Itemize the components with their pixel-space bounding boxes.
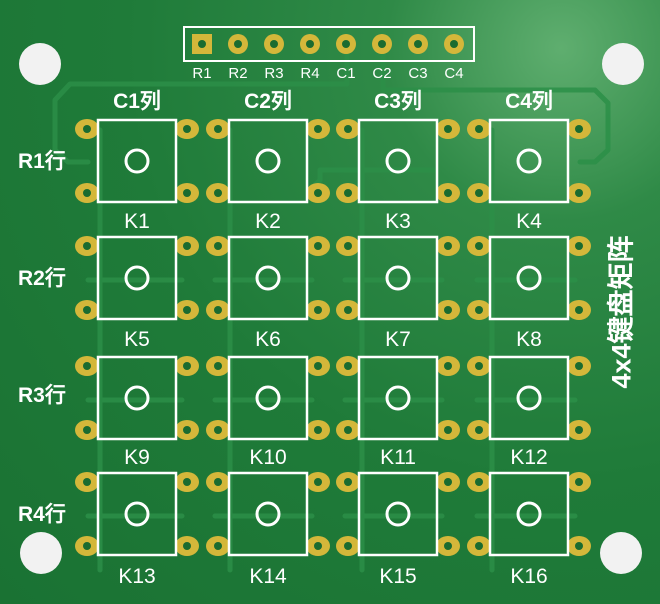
key-switch-k7 bbox=[336, 235, 460, 321]
key-center bbox=[385, 385, 411, 411]
key-outline bbox=[488, 355, 570, 441]
pin-label-c1: C1 bbox=[336, 65, 356, 82]
key-center bbox=[516, 265, 542, 291]
column-label-c1: C1列 bbox=[113, 90, 161, 113]
key-outline bbox=[227, 118, 309, 204]
key-switch-k13 bbox=[75, 471, 199, 557]
column-label-c3: C3列 bbox=[374, 90, 422, 113]
key-switch-k5 bbox=[75, 235, 199, 321]
key-label-k5: K5 bbox=[124, 328, 150, 351]
key-label-k10: K10 bbox=[249, 446, 287, 469]
key-outline bbox=[96, 355, 178, 441]
key-switch-k1 bbox=[75, 118, 199, 204]
pin-label-r1: R1 bbox=[192, 65, 212, 82]
pin-label-r4: R4 bbox=[300, 65, 320, 82]
key-label-k13: K13 bbox=[118, 565, 156, 588]
key-center bbox=[124, 501, 150, 527]
key-center bbox=[385, 265, 411, 291]
header-pin-r4 bbox=[300, 34, 320, 54]
pin-label-c4: C4 bbox=[444, 65, 464, 82]
row-label-r2: R2行 bbox=[18, 267, 66, 290]
key-switch-k10 bbox=[206, 355, 330, 441]
key-outline bbox=[488, 235, 570, 321]
key-switch-k8 bbox=[467, 235, 591, 321]
key-switch-k12 bbox=[467, 355, 591, 441]
column-label-c4: C4列 bbox=[505, 90, 553, 113]
key-outline bbox=[488, 471, 570, 557]
key-center bbox=[255, 265, 281, 291]
key-center bbox=[516, 385, 542, 411]
key-label-k6: K6 bbox=[255, 328, 281, 351]
key-outline bbox=[227, 355, 309, 441]
key-center bbox=[124, 385, 150, 411]
key-center bbox=[516, 501, 542, 527]
key-label-k7: K7 bbox=[385, 328, 411, 351]
key-center bbox=[255, 385, 281, 411]
pin-label-c3: C3 bbox=[408, 65, 428, 82]
mounting-hole bbox=[600, 532, 642, 574]
key-switches bbox=[75, 118, 591, 557]
key-label-k12: K12 bbox=[510, 446, 548, 469]
key-label-k3: K3 bbox=[385, 210, 411, 233]
key-switch-k3 bbox=[336, 118, 460, 204]
key-switch-k9 bbox=[75, 355, 199, 441]
key-center bbox=[385, 148, 411, 174]
key-outline bbox=[96, 118, 178, 204]
key-label-k1: K1 bbox=[124, 210, 150, 233]
key-switch-k14 bbox=[206, 471, 330, 557]
key-label-k16: K16 bbox=[510, 565, 548, 588]
key-outline bbox=[227, 471, 309, 557]
header-pin-r2 bbox=[228, 34, 248, 54]
key-center bbox=[124, 148, 150, 174]
key-center bbox=[124, 265, 150, 291]
row-label-r1: R1行 bbox=[18, 150, 66, 173]
pin-label-r2: R2 bbox=[228, 65, 248, 82]
key-outline bbox=[96, 235, 178, 321]
key-switch-k16 bbox=[467, 471, 591, 557]
key-switch-k4 bbox=[467, 118, 591, 204]
header-pin-c4 bbox=[444, 34, 464, 54]
key-outline bbox=[357, 471, 439, 557]
key-switch-k11 bbox=[336, 355, 460, 441]
row-label-r4: R4行 bbox=[18, 503, 66, 526]
mounting-hole bbox=[602, 43, 644, 85]
header-pin-r1 bbox=[192, 34, 212, 54]
key-label-k8: K8 bbox=[516, 328, 542, 351]
header-outline bbox=[183, 26, 475, 62]
copper-traces bbox=[52, 41, 611, 573]
key-center bbox=[255, 148, 281, 174]
key-label-k11: K11 bbox=[380, 446, 416, 469]
key-outline bbox=[227, 235, 309, 321]
mounting-hole bbox=[20, 532, 62, 574]
key-switch-k15 bbox=[336, 471, 460, 557]
key-switch-k6 bbox=[206, 235, 330, 321]
key-label-k15: K15 bbox=[379, 565, 417, 588]
header-pin-c1 bbox=[336, 34, 356, 54]
key-switch-k2 bbox=[206, 118, 330, 204]
board-title: 4x4键盘矩阵 bbox=[606, 235, 637, 389]
key-label-k4: K4 bbox=[516, 210, 542, 233]
header-pin-r3 bbox=[264, 34, 284, 54]
header-pins bbox=[192, 34, 464, 54]
pin-label-r3: R3 bbox=[264, 65, 284, 82]
key-label-k9: K9 bbox=[124, 446, 150, 469]
key-outline bbox=[357, 235, 439, 321]
key-outline bbox=[357, 118, 439, 204]
pin-label-c2: C2 bbox=[372, 65, 392, 82]
header-pin-c3 bbox=[408, 34, 428, 54]
key-label-k2: K2 bbox=[255, 210, 281, 233]
mounting-hole bbox=[19, 43, 61, 85]
key-center bbox=[516, 148, 542, 174]
header-pin-c2 bbox=[372, 34, 392, 54]
key-outline bbox=[96, 471, 178, 557]
row-label-r3: R3行 bbox=[18, 384, 66, 407]
key-outline bbox=[357, 355, 439, 441]
key-center bbox=[255, 501, 281, 527]
key-center bbox=[385, 501, 411, 527]
column-label-c2: C2列 bbox=[244, 90, 292, 113]
key-outline bbox=[488, 118, 570, 204]
key-label-k14: K14 bbox=[249, 565, 287, 588]
